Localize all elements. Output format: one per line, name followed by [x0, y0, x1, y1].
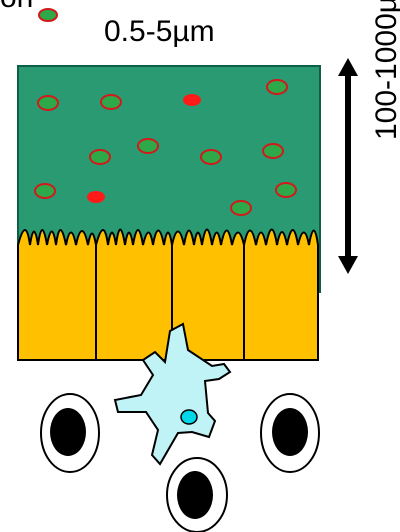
particle-green	[38, 96, 58, 110]
epithelial-cell	[244, 230, 318, 361]
scale-arrow	[338, 58, 358, 274]
particle-red	[87, 191, 105, 203]
particle-green	[231, 201, 251, 215]
particle-green	[267, 80, 287, 94]
particle-green	[101, 95, 121, 109]
particle-green	[90, 150, 110, 164]
epithelial-cell	[96, 230, 172, 361]
dendritic-cell-nucleus	[181, 410, 197, 424]
particle-green	[35, 184, 55, 198]
particle-green	[263, 144, 283, 158]
particle-green	[276, 183, 296, 197]
particle-green	[201, 150, 221, 164]
immune-cell-nucleus	[272, 408, 308, 456]
immune-cell-nucleus	[177, 471, 213, 519]
immune-cell-nucleus	[50, 408, 86, 456]
epithelial-cell	[18, 230, 98, 360]
particle-red	[183, 94, 201, 106]
particle-green	[138, 139, 158, 153]
legend-particle-icon	[39, 9, 57, 21]
